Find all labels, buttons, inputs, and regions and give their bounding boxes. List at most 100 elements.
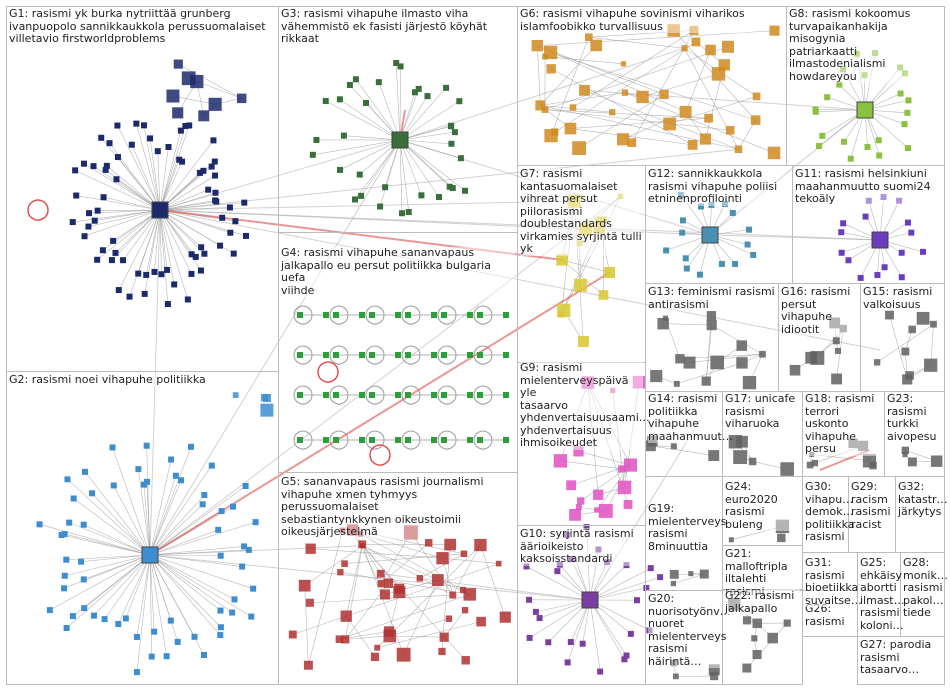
edge-g2 <box>149 554 252 617</box>
node-g3 <box>346 81 353 88</box>
node-g1 <box>200 167 207 174</box>
edge-g10 <box>589 599 625 660</box>
edge-g1 <box>131 144 161 211</box>
node-g3 <box>358 192 365 199</box>
node-g13 <box>736 340 748 351</box>
node-g1 <box>186 122 193 129</box>
node-g9 <box>632 375 646 389</box>
edge-g3 <box>399 100 460 141</box>
node-g6 <box>699 133 712 145</box>
node-g1 <box>72 167 79 174</box>
node-g2 <box>58 532 65 539</box>
edge-g3 <box>399 87 447 141</box>
node-g16 <box>789 364 801 376</box>
node-g1 <box>210 137 217 144</box>
node-g5 <box>424 539 433 547</box>
node-g1 <box>120 257 127 264</box>
edge-g2 <box>118 554 151 625</box>
edge-g18 <box>814 445 864 464</box>
edge-g2 <box>67 479 151 556</box>
node-g3 <box>322 98 329 105</box>
node-g8 <box>904 145 911 152</box>
node-g9 <box>575 504 582 511</box>
node-g8 <box>901 70 908 77</box>
edge-g3 <box>355 79 401 141</box>
node-g6 <box>590 39 602 52</box>
node-g9 <box>569 508 581 521</box>
node-g11 <box>874 272 881 279</box>
node-g13 <box>701 376 711 386</box>
node-g7 <box>567 194 581 208</box>
node-g10 <box>597 668 604 675</box>
edge-g7 <box>561 259 610 273</box>
edge-g5 <box>389 618 450 637</box>
node-g7 <box>593 221 605 234</box>
node-g11 <box>845 257 852 264</box>
node-g14 <box>647 435 658 447</box>
node-g13 <box>736 357 748 369</box>
node-g5 <box>445 615 453 622</box>
group-box-layer <box>6 6 945 685</box>
inter-group-edge <box>159 148 739 211</box>
edge-g5 <box>345 615 376 658</box>
node-g4 <box>359 352 365 358</box>
edge-g1 <box>72 209 161 223</box>
edge-g2 <box>73 498 151 556</box>
node-g4 <box>477 437 483 443</box>
node-g18 <box>806 461 814 469</box>
node-g4 <box>441 352 447 358</box>
node-g2 <box>174 638 181 645</box>
edge-g2 <box>66 554 151 629</box>
node-g15 <box>901 347 910 356</box>
edge-g9 <box>587 382 599 495</box>
node-g22 <box>752 618 763 629</box>
edge-g6 <box>584 90 739 150</box>
edge-g5 <box>380 542 429 584</box>
node-g4 <box>431 392 437 398</box>
node-g6 <box>705 44 716 56</box>
node-g12 <box>750 251 757 258</box>
node-g2 <box>250 585 257 592</box>
node-g9 <box>623 458 638 472</box>
node-g2 <box>81 468 88 475</box>
node-g6 <box>687 139 698 150</box>
node-g12 <box>679 229 686 236</box>
node-g5 <box>305 598 314 607</box>
node-g1 <box>213 198 220 205</box>
node-g16 <box>839 324 847 333</box>
node-g4 <box>369 352 375 358</box>
node-g3 <box>382 184 389 191</box>
edge-g7 <box>579 243 581 286</box>
node-g6 <box>704 113 713 123</box>
node-g2 <box>70 495 77 502</box>
node-g1 <box>227 229 234 236</box>
node-g15 <box>916 311 930 325</box>
hub-node-g8 <box>856 101 874 119</box>
node-g9 <box>617 480 632 495</box>
node-g2 <box>64 476 71 483</box>
node-g2 <box>229 503 236 510</box>
edge-g2 <box>49 554 151 611</box>
node-g5 <box>449 591 457 599</box>
edge-g2 <box>136 554 151 673</box>
edge-g1 <box>157 151 161 211</box>
edge-g2 <box>149 529 219 556</box>
edge-g5 <box>360 533 443 559</box>
edge-g5 <box>362 545 466 661</box>
edge-g1 <box>103 196 161 211</box>
group-label-g4: G4: rasismi vihapuhe sananvapaus jalkapa… <box>281 246 515 297</box>
node-g20 <box>708 664 720 676</box>
edge-g6 <box>685 49 711 112</box>
group-label-g12: G12: sannikkaukkola rasismi vihapuhe pol… <box>648 167 778 206</box>
inter-group-edge <box>149 545 363 556</box>
node-g4 <box>359 437 365 443</box>
node-g24 <box>777 533 786 543</box>
node-g6 <box>620 61 627 67</box>
node-g16 <box>831 373 843 385</box>
edge-g2 <box>149 554 233 613</box>
node-g8 <box>847 155 854 162</box>
edge-g1 <box>84 209 161 237</box>
node-g2 <box>63 625 70 632</box>
node-g8 <box>816 142 823 149</box>
inter-group-edge <box>159 139 401 211</box>
